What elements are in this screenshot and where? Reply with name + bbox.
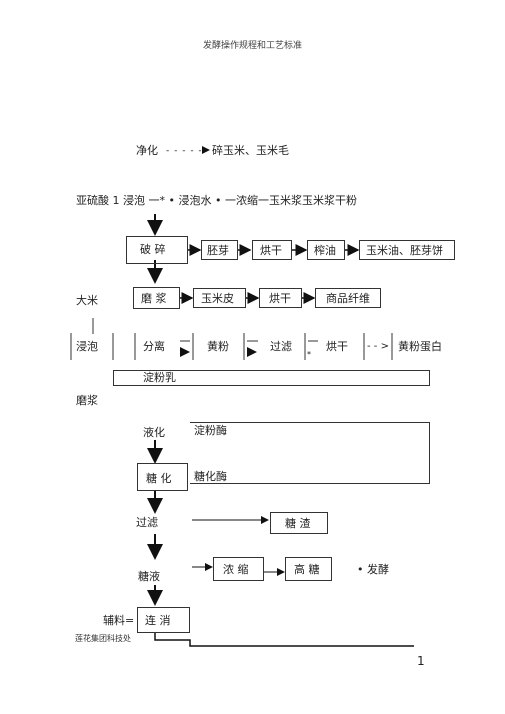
saccharify-box xyxy=(137,463,188,491)
page-number: 1 xyxy=(417,654,425,668)
grind-side-label: 磨浆 xyxy=(76,394,98,407)
soak-process-text: 亚硫酸 1 浸泡 一* • 浸泡水 • 一浓缩一玉米浆玉米浆干粉 xyxy=(76,194,357,207)
filter-star: * xyxy=(307,350,311,359)
enzyme-enclosure xyxy=(190,422,430,484)
arrow-yellow-filter xyxy=(247,347,257,357)
grind-dry-box xyxy=(259,288,302,308)
grind-label: 磨 浆 xyxy=(141,292,167,305)
fiber-label: 商品纤维 xyxy=(326,292,370,305)
yellow-powder-label: 黄粉 xyxy=(207,340,229,353)
cleaning-output: 碎玉米、玉米毛 xyxy=(212,144,289,157)
oil-label: 玉米油、胚芽饼 xyxy=(366,244,443,257)
syrup-label: 糖液 xyxy=(138,570,160,583)
germ-label: 胚芽 xyxy=(207,244,229,257)
high-sugar-box xyxy=(285,557,332,581)
separate-dry-label: 烘干 xyxy=(326,340,348,353)
starch-milk-bar xyxy=(113,370,430,386)
hull-box xyxy=(193,288,246,308)
fiber-box xyxy=(315,288,381,308)
arrow-separate-yellow xyxy=(180,347,190,357)
arrow-cleaning xyxy=(202,146,210,154)
crush-label: 破 碎 xyxy=(140,243,166,256)
soak-label: 浸泡 xyxy=(76,340,98,353)
cleaning-label: 净化 xyxy=(136,144,158,157)
concentrate-label: 浓 缩 xyxy=(223,563,249,576)
glucoamylase-label: 糖化酶 xyxy=(194,470,227,483)
protein-label: 黄粉蛋白 xyxy=(398,340,442,353)
germ-box xyxy=(201,240,238,260)
continuous-label: 连 消 xyxy=(145,614,171,627)
ferment-label: • 发酵 xyxy=(357,563,389,576)
continuous-box xyxy=(137,607,190,633)
oil-box xyxy=(359,240,455,260)
amylase-label: 淀粉酶 xyxy=(194,424,227,437)
grind-box xyxy=(133,287,180,309)
filter-label: 过滤 xyxy=(136,516,158,529)
continuous-output-line xyxy=(154,632,414,647)
crush-box xyxy=(126,236,188,264)
crush-dry-box xyxy=(252,240,292,260)
corn-label: 大米 xyxy=(76,294,98,307)
cleaning-dashes: - - - - - xyxy=(166,146,203,156)
residue-box xyxy=(270,512,328,534)
starch-milk-label: 淀粉乳 xyxy=(143,371,176,384)
separate-dashes: - - > xyxy=(367,341,389,352)
press-label: 榨油 xyxy=(314,244,336,257)
liquefy-label: 液化 xyxy=(143,426,165,439)
grind-dry-label: 烘干 xyxy=(269,292,291,305)
concentrate-box xyxy=(213,557,264,581)
high-sugar-label: 高 糖 xyxy=(294,563,320,576)
page-header: 发酵操作规程和工艺标准 xyxy=(202,41,302,51)
separate-label: 分离 xyxy=(143,340,165,353)
saccharify-label: 糖 化 xyxy=(146,472,172,485)
residue-label: 糖 渣 xyxy=(285,517,311,530)
auxiliary-label: 辅料= xyxy=(103,614,135,627)
company-footer: 莲花集团科技处 xyxy=(75,634,131,643)
press-box xyxy=(307,240,345,260)
separate-filter-label: 过滤 xyxy=(270,340,292,353)
hull-label: 玉米皮 xyxy=(201,292,234,305)
crush-dry-label: 烘干 xyxy=(260,244,282,257)
